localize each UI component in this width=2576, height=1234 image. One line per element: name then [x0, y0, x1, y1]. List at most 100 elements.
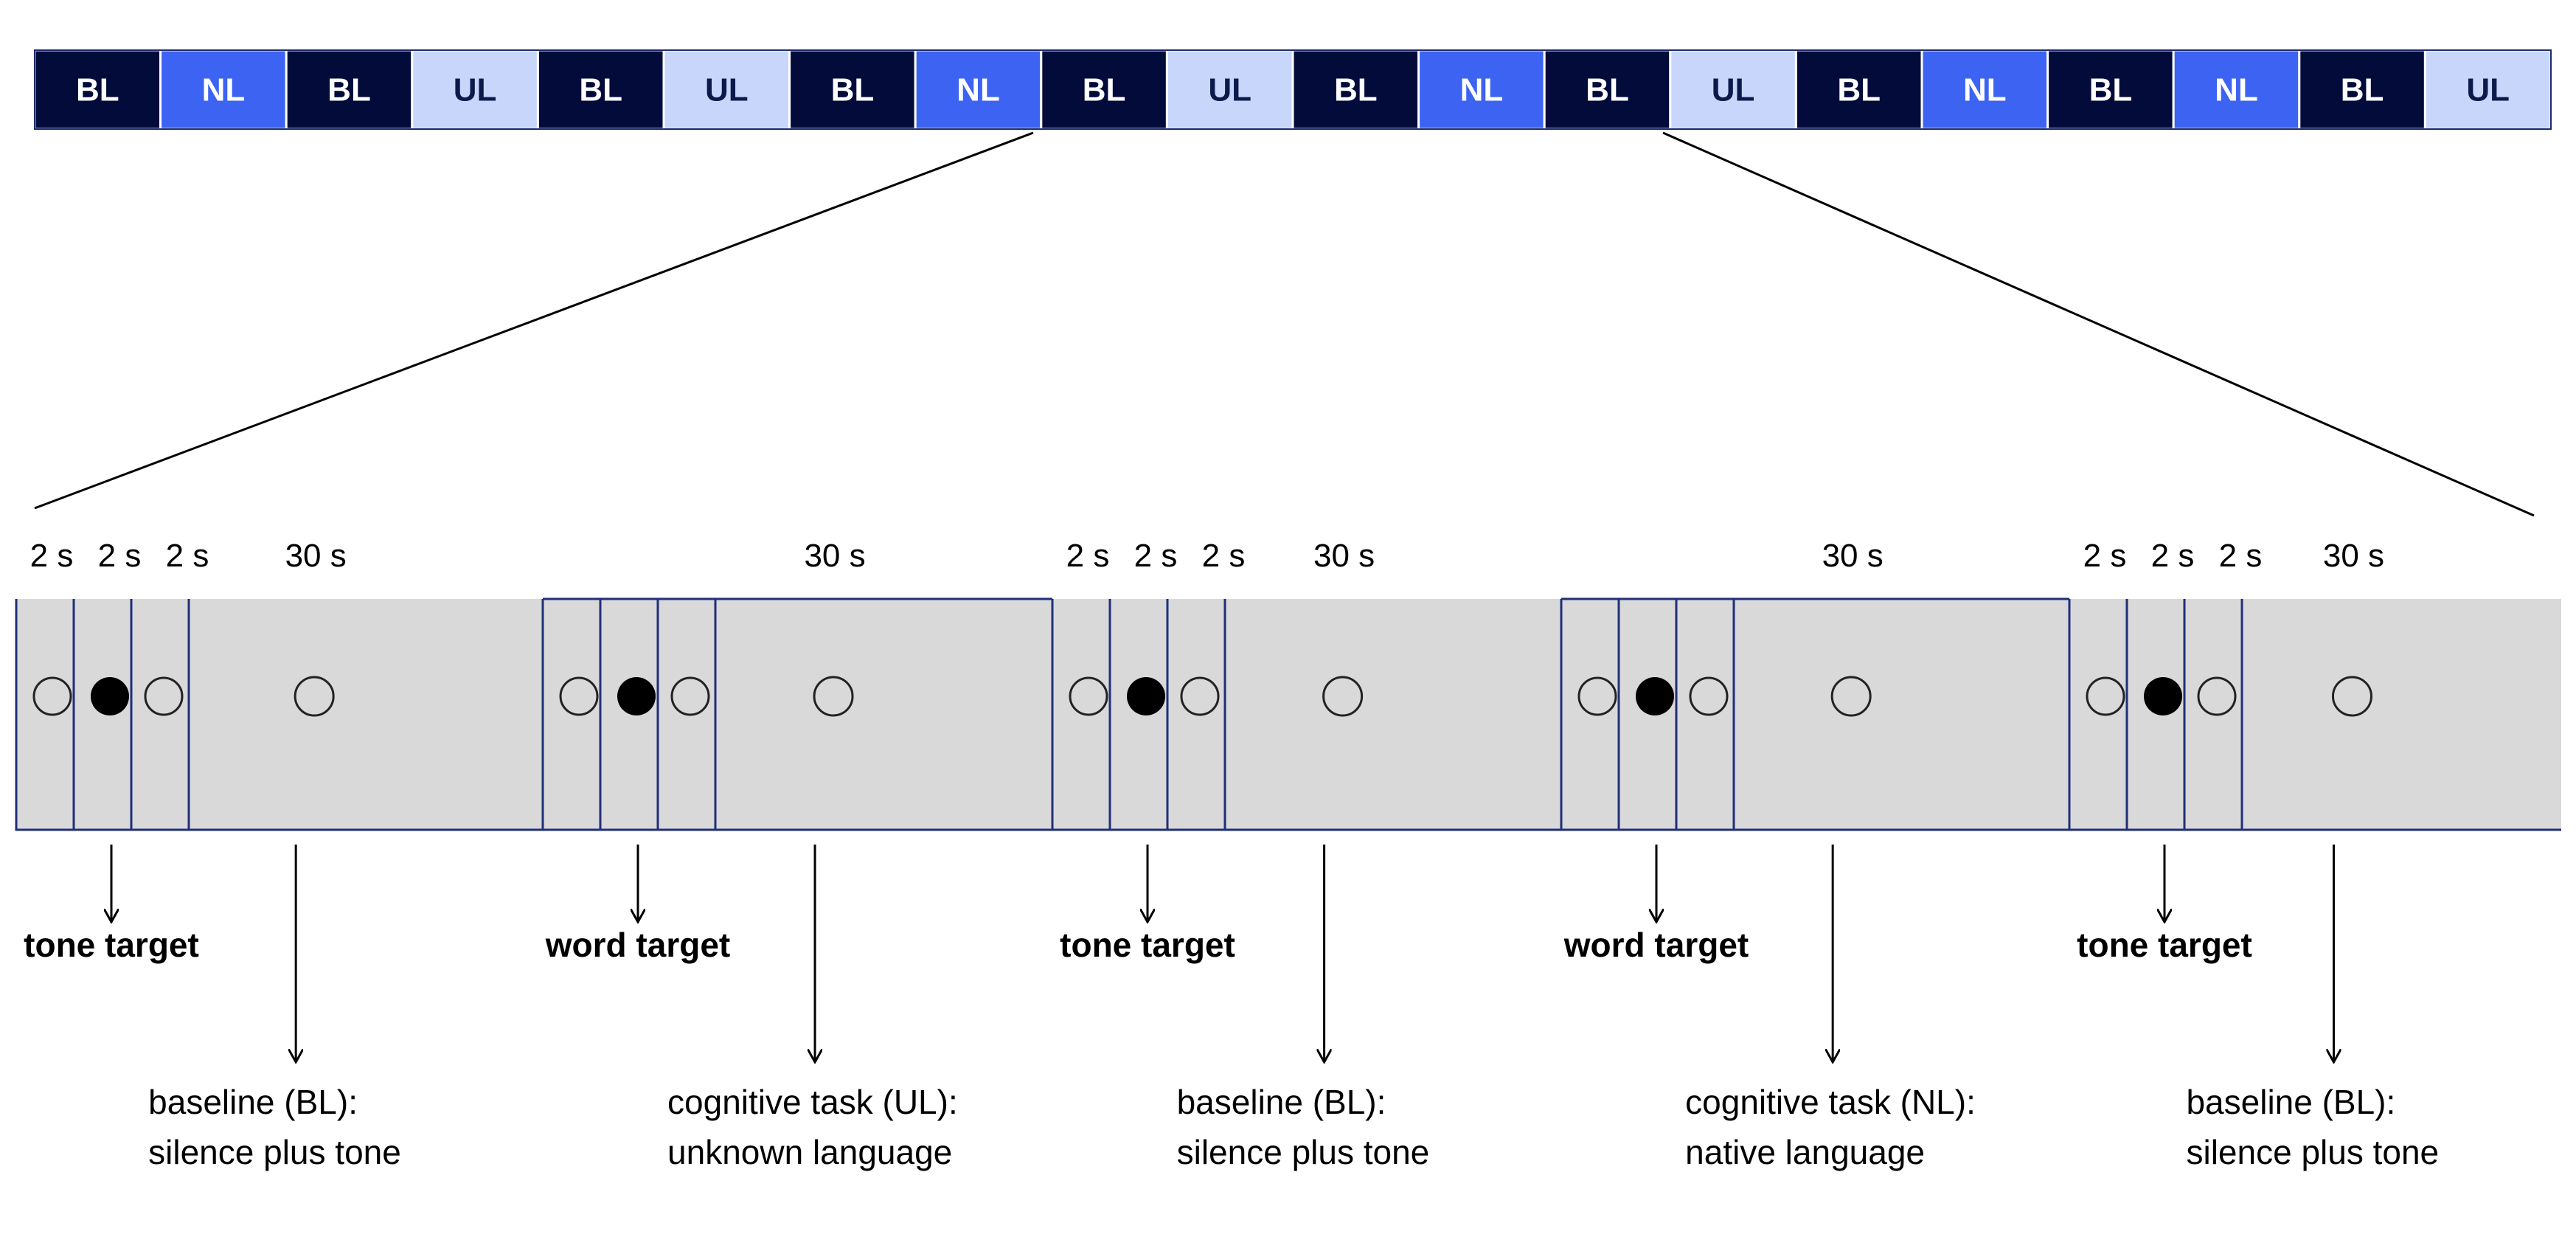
block-nl: NL — [1417, 49, 1546, 131]
block-label-line1: baseline (BL): — [2186, 1083, 2395, 1121]
block-ul: UL — [662, 49, 791, 131]
zoom-line-right — [1662, 131, 2535, 517]
block-label-line1: baseline (BL): — [148, 1083, 358, 1121]
stimulus-open-circle — [1069, 676, 1108, 716]
duration-2s-label: 2 s — [1202, 538, 1246, 574]
block-open-circle — [2331, 676, 2372, 717]
block-nl: NL — [1920, 49, 2049, 131]
block-label: BL — [1586, 72, 1629, 108]
target-label: tone target — [1060, 926, 1235, 964]
block-label-line2: silence plus tone — [2186, 1133, 2439, 1171]
block-bl: BL — [2298, 49, 2426, 131]
block-label: BL — [579, 72, 622, 108]
block-bl: BL — [2046, 49, 2175, 131]
block-label: UL — [1712, 72, 1755, 108]
block-label: UL — [705, 72, 749, 108]
block-label: NL — [202, 72, 246, 108]
stimulus-open-circle — [670, 676, 710, 716]
block-label: NL — [2215, 72, 2258, 108]
target-filled-circle — [2144, 677, 2182, 715]
segment-baseline — [2068, 599, 2561, 831]
block-label-line2: unknown language — [667, 1133, 952, 1171]
stimulus-open-circle — [1689, 676, 1729, 716]
segment-cognitive — [541, 597, 1052, 831]
duration-2s-label: 2 s — [1134, 538, 1178, 574]
duration-2s-label: 2 s — [2219, 538, 2263, 574]
duration-2s-label: 2 s — [1066, 538, 1110, 574]
block-label: NL — [1963, 72, 2007, 108]
block-bl: BL — [1291, 49, 1420, 131]
segment-baseline — [1051, 599, 1561, 831]
block-label: BL — [76, 72, 119, 108]
timeline-panel — [15, 597, 2561, 831]
block-label: BL — [831, 72, 875, 108]
stimulus-open-circle — [559, 676, 599, 716]
duration-30s-label: 30 s — [285, 538, 347, 574]
block-label-line1: cognitive task (NL): — [1685, 1083, 1976, 1121]
block-nl: NL — [159, 49, 288, 131]
block-open-circle — [1322, 676, 1364, 717]
target-label: word target — [545, 926, 730, 964]
block-label-line2: silence plus tone — [148, 1133, 401, 1171]
block-label-line1: baseline (BL): — [1177, 1083, 1386, 1121]
segment-annotations: 30 s word target cognitive task (NL): nativ… — [1563, 538, 1976, 1171]
target-filled-circle — [1127, 677, 1165, 715]
block-ul: UL — [411, 49, 539, 131]
stimulus-open-circle — [32, 676, 72, 716]
block-bl: BL — [285, 49, 414, 131]
duration-30s-label: 30 s — [1822, 538, 1884, 574]
block-ul: UL — [2423, 49, 2552, 131]
block-label: BL — [327, 72, 371, 108]
stimulus-open-circle — [2086, 676, 2125, 716]
block-nl: NL — [914, 49, 1043, 131]
block-bl: BL — [1543, 49, 1672, 131]
duration-2s-label: 2 s — [30, 538, 74, 574]
block-label-line1: cognitive task (UL): — [667, 1083, 958, 1121]
block-label: BL — [2089, 72, 2133, 108]
duration-2s-label: 2 s — [98, 538, 142, 574]
segment-annotations: 30 s word target cognitive task (UL): unkno… — [545, 538, 958, 1171]
block-open-circle — [294, 676, 335, 717]
stimulus-open-circle — [144, 676, 184, 716]
block-bl: BL — [33, 49, 162, 131]
segment-annotations: 2 s 2 s 2 s 30 s tone target baseline (BL): si… — [2077, 538, 2439, 1171]
block-open-circle — [813, 676, 854, 717]
segment-annotations: 2 s 2 s 2 s 30 s tone target baseline (BL): si… — [1060, 538, 1429, 1171]
duration-30s-label: 30 s — [2323, 538, 2384, 574]
target-filled-circle — [91, 677, 129, 715]
duration-2s-label: 2 s — [2083, 538, 2127, 574]
block-label: UL — [2466, 72, 2510, 108]
block-label: UL — [454, 72, 497, 108]
annotations: 2 s 2 s 2 s 30 s tone target baseline (BL): si… — [24, 538, 2439, 1171]
duration-30s-label: 30 s — [804, 538, 865, 574]
block-bl: BL — [788, 49, 917, 131]
stimulus-open-circle — [2197, 676, 2237, 716]
segment-baseline — [15, 599, 543, 831]
block-label: NL — [1460, 72, 1504, 108]
duration-2s-label: 2 s — [2151, 538, 2195, 574]
target-filled-circle — [1636, 677, 1674, 715]
duration-30s-label: 30 s — [1313, 538, 1375, 574]
target-label: tone target — [2077, 926, 2252, 964]
block-label-line2: native language — [1685, 1133, 1925, 1171]
timeline-background — [16, 599, 2561, 830]
zoom-line-left — [34, 131, 1034, 510]
block-label-line2: silence plus tone — [1177, 1133, 1430, 1171]
target-filled-circle — [617, 677, 656, 715]
block-open-circle — [1830, 676, 1872, 717]
block-ul: UL — [1669, 49, 1797, 131]
block-label: NL — [957, 72, 1000, 108]
segment-cognitive — [1560, 597, 2069, 831]
block-label: BL — [1837, 72, 1881, 108]
target-label: word target — [1563, 926, 1749, 964]
block-bl: BL — [536, 49, 665, 131]
stimulus-open-circle — [1577, 676, 1617, 716]
target-label: tone target — [24, 926, 199, 964]
block-label: BL — [1334, 72, 1378, 108]
block-label: UL — [1208, 72, 1251, 108]
stimulus-open-circle — [1180, 676, 1220, 716]
block-bl: BL — [1794, 49, 1923, 131]
